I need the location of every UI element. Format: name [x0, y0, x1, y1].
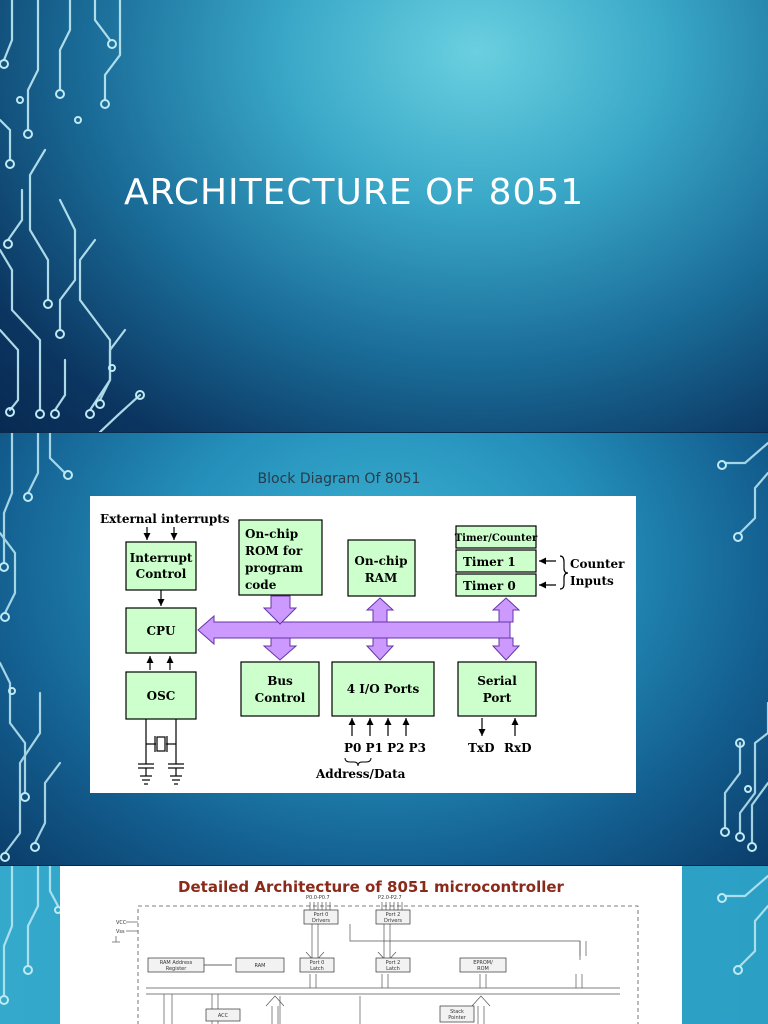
osc-block: [125, 671, 197, 720]
port2-latch-label-2: Latch: [386, 966, 400, 972]
cpu-block: [125, 607, 197, 654]
rom-label-1: On-chip: [245, 527, 298, 541]
diagram-caption: Block Diagram Of 8051: [257, 471, 421, 487]
counter-inputs-label-1: Counter: [570, 557, 625, 571]
p0-pins-label: P0.0-P0.7: [306, 895, 330, 901]
io-ports-block: [331, 661, 435, 717]
ram-block-detail: [235, 957, 285, 973]
rom-label-4: code: [245, 578, 277, 592]
timer-counter-label: Timer/Counter: [455, 533, 538, 544]
counter-inputs-label-2: Inputs: [570, 574, 614, 588]
bus-control-block: [240, 661, 320, 717]
stack-pointer-label-1: Stack: [450, 1009, 464, 1015]
port2-latch-label-1: Port 2: [386, 960, 401, 966]
ram-label-1: On-chip: [354, 554, 407, 568]
detailed-architecture-svg: VCC Vss P0.0-P0.7 P2.0-P2.7 Port 0 Drive…: [112, 895, 639, 1024]
external-interrupts-label: External interrupts: [100, 512, 230, 526]
block-diagram-svg: External interrupts Interrupt Control CP…: [100, 512, 625, 785]
ram-address-register-label-2: Register: [166, 966, 188, 972]
detailed-architecture-panel: Detailed Architecture of 8051 microcontr…: [60, 866, 682, 1024]
vcc-label: VCC: [116, 920, 127, 926]
acc-label: ACC: [218, 1013, 229, 1019]
port0-drivers-label-2: Drivers: [312, 918, 330, 924]
port0-drivers-block: [303, 909, 339, 925]
detailed-architecture-slide: Detailed Architecture of 8051 microcontr…: [0, 866, 768, 1024]
circuit-decoration: [0, 0, 145, 432]
eprom-label-1: EPROM/: [473, 960, 493, 966]
crystal-circuit: [138, 719, 184, 785]
timer0-block: [455, 573, 537, 597]
title-slide: ARCHITECTURE OF 8051: [0, 0, 768, 432]
serial-port-label-1: Serial: [477, 674, 517, 688]
ram-address-register-label-1: RAM Address: [160, 960, 193, 966]
rxd-label: RxD: [504, 741, 532, 755]
vss-label: Vss: [116, 929, 125, 935]
stack-pointer-label-2: Pointer: [448, 1015, 466, 1021]
bus-control-label-2: Control: [255, 691, 306, 705]
txd-label: TxD: [468, 741, 495, 755]
address-data-label: Address/Data: [315, 767, 406, 781]
port2-drivers-label-1: Port 2: [386, 912, 401, 918]
block-diagram: External interrupts Interrupt Control CP…: [90, 496, 636, 793]
port0-latch-label-1: Port 0: [310, 960, 325, 966]
stack-pointer-block: [439, 1005, 475, 1023]
port0-latch-block: [299, 957, 335, 973]
io-ports-label: 4 I/O Ports: [347, 682, 420, 696]
slide-title: ARCHITECTURE OF 8051: [124, 172, 585, 213]
port2-latch-block: [375, 957, 411, 973]
detailed-architecture-title: Detailed Architecture of 8051 microcontr…: [178, 878, 564, 896]
bus-control-label-1: Bus: [267, 674, 293, 688]
timer-counter-block: [455, 525, 537, 549]
port2-drivers-block: [375, 909, 411, 925]
p2-pins-label: P2.0-P2.7: [378, 895, 402, 901]
port2-drivers-label-2: Drivers: [384, 918, 402, 924]
eprom-rom-block: [459, 957, 507, 973]
eprom-label-2: ROM: [477, 966, 489, 972]
ports-label: P0 P1 P2 P3: [344, 741, 426, 755]
system-bus: [197, 595, 521, 661]
cpu-label: CPU: [146, 624, 176, 638]
interrupt-control-label-1: Interrupt: [130, 551, 193, 565]
timer1-block: [455, 549, 537, 573]
serial-port-label-2: Port: [483, 691, 512, 705]
timer0-label: Timer 0: [463, 579, 516, 593]
interrupt-control-block: [125, 541, 197, 591]
ram-block: [347, 539, 416, 597]
osc-label: OSC: [147, 689, 176, 703]
timer1-label: Timer 1: [463, 555, 516, 569]
rom-block: [238, 519, 323, 596]
serial-port-block: [457, 661, 537, 717]
ram-detail-label: RAM: [254, 963, 265, 969]
block-diagram-slide: Block Diagram Of 8051 External interrupt…: [0, 433, 768, 865]
port0-drivers-label-1: Port 0: [314, 912, 329, 918]
interrupt-control-label-2: Control: [136, 567, 187, 581]
port0-latch-label-2: Latch: [310, 966, 324, 972]
rom-label-3: program: [245, 561, 303, 575]
ram-label-2: RAM: [365, 571, 398, 585]
acc-block: [205, 1008, 241, 1022]
rom-label-2: ROM for: [245, 544, 303, 558]
